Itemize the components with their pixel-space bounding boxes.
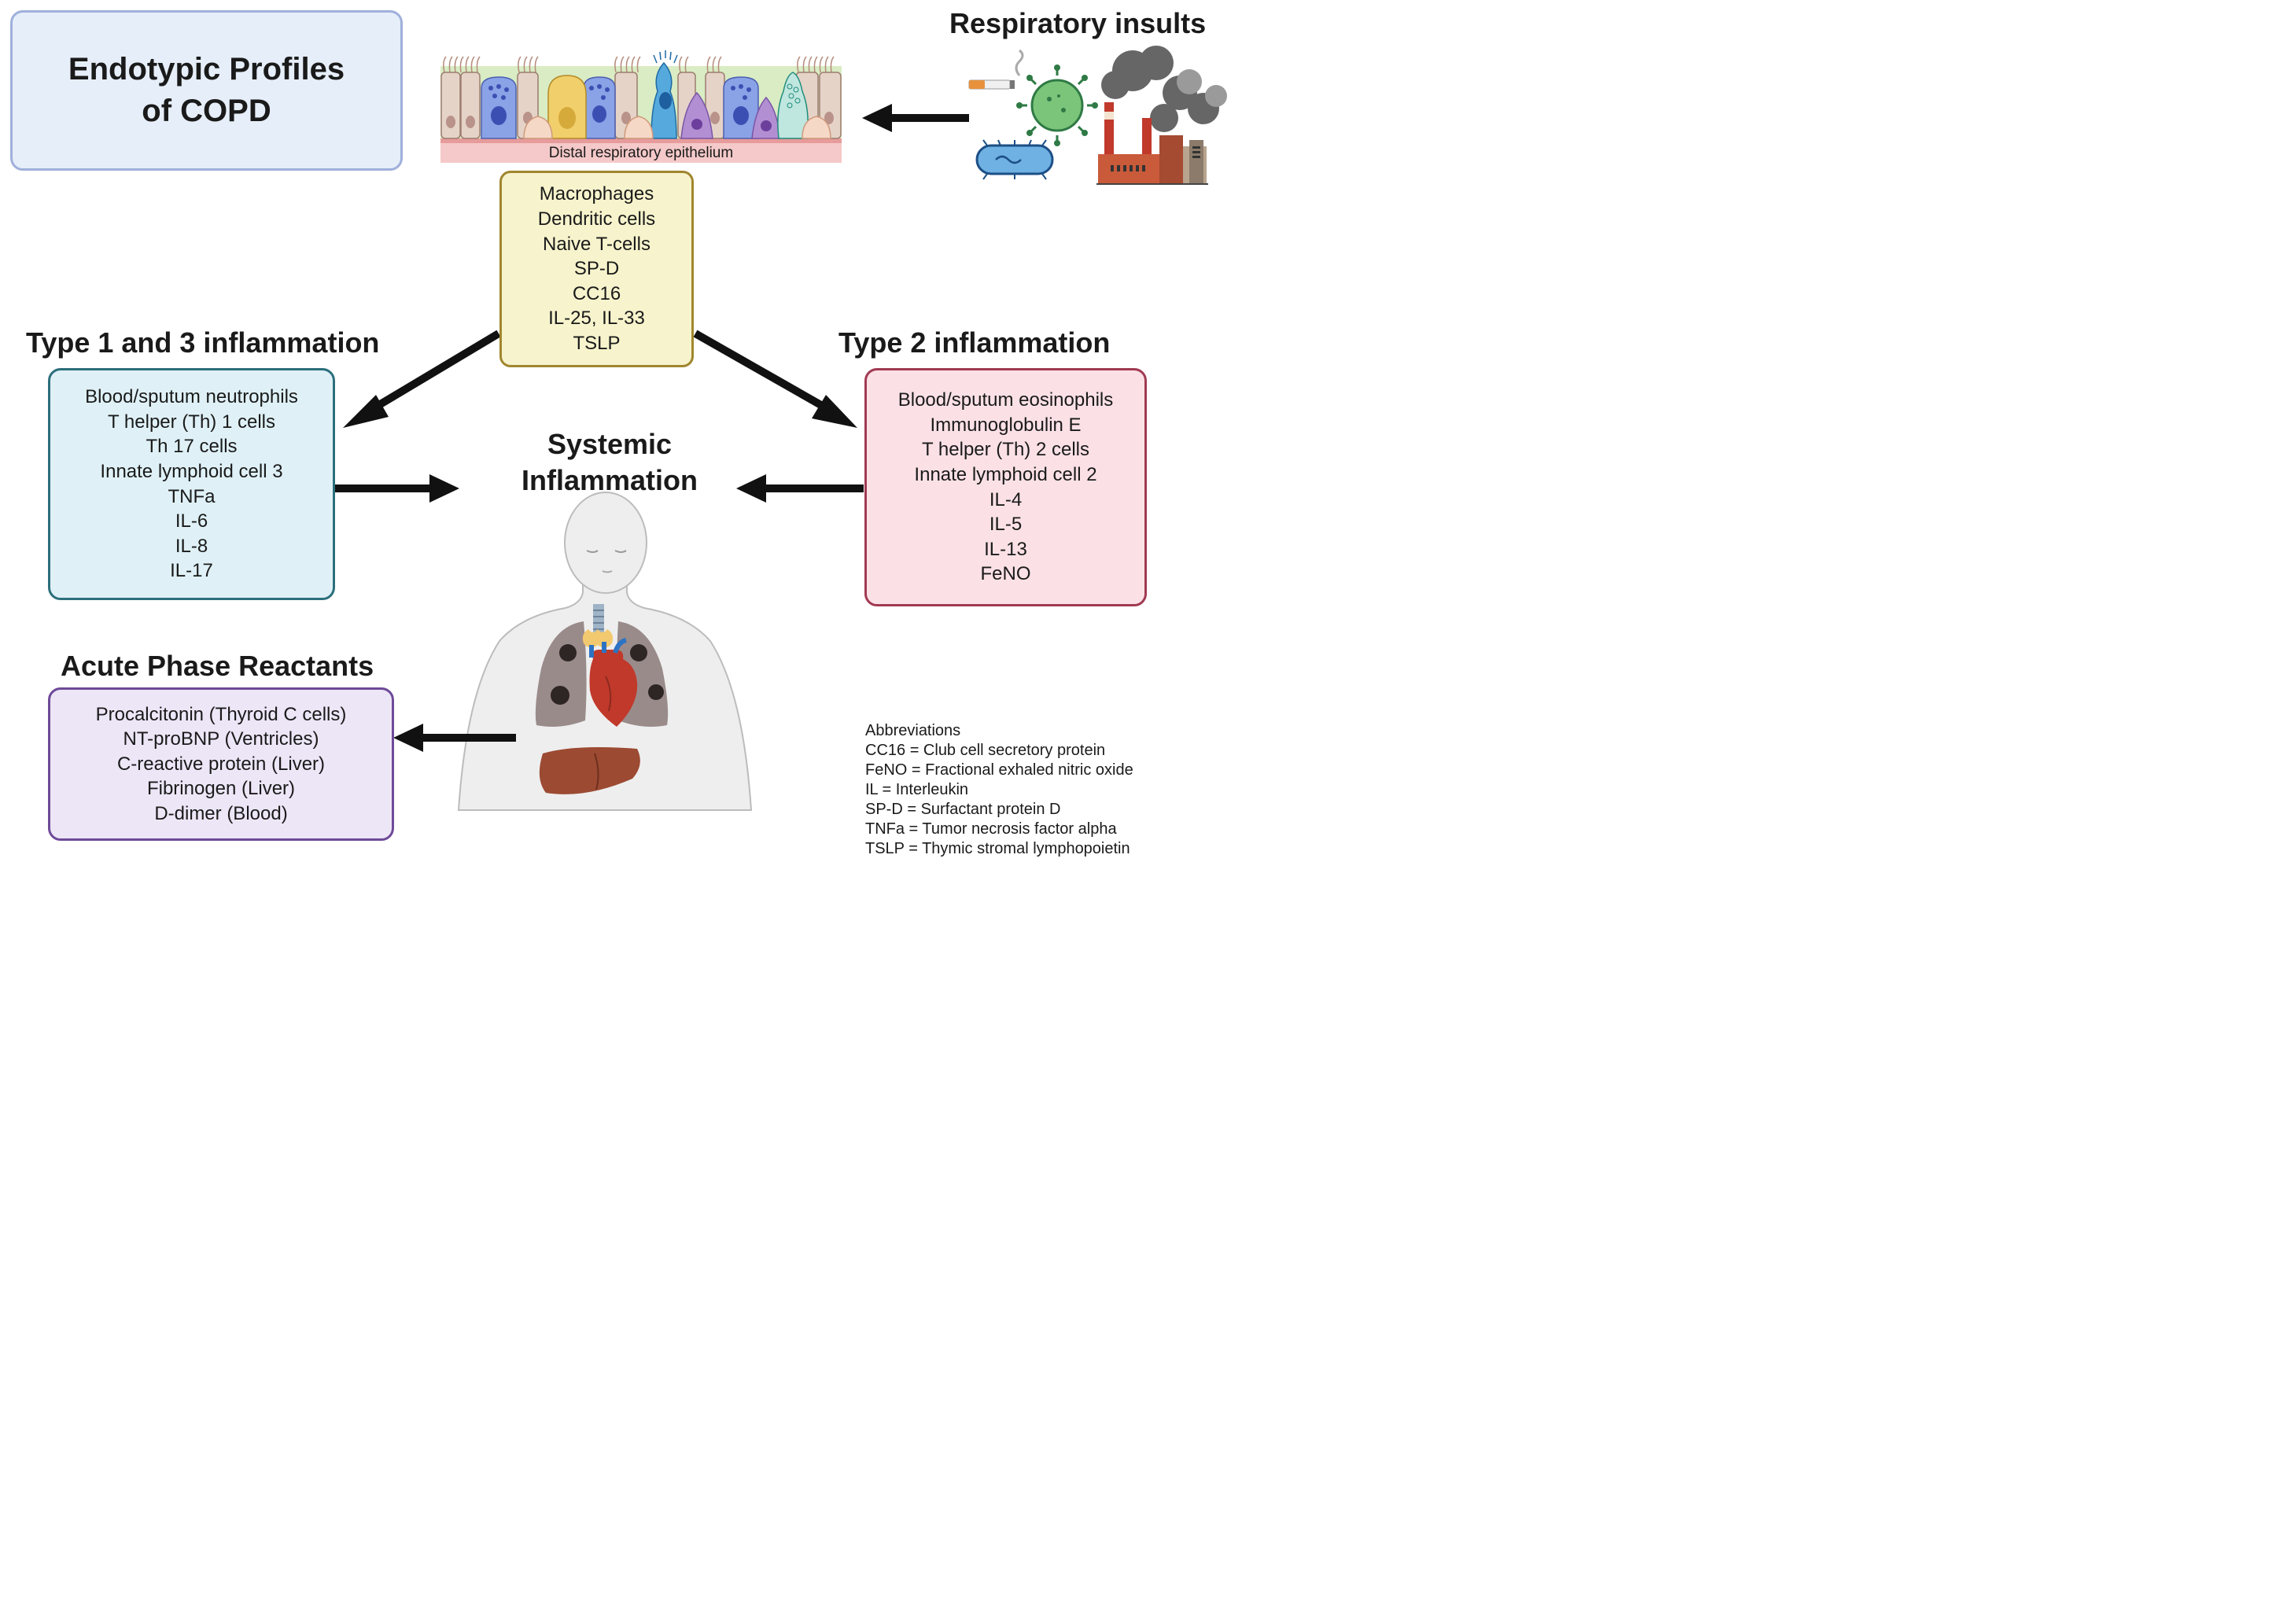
cigarette-icon [968, 49, 1024, 90]
systemic-inflammation-label: Systemic Inflammation [503, 426, 716, 499]
type2-heading: Type 2 inflammation [838, 326, 1111, 359]
abbreviation-line: TNFa = Tumor necrosis factor alpha [865, 820, 1117, 838]
virus-icon [1016, 64, 1098, 146]
type13-item: TNFa [168, 485, 216, 507]
type13-item: T helper (Th) 1 cells [108, 411, 275, 433]
systemic-line-1: Systemic [547, 428, 673, 460]
arrow-insults-to-epithelium [862, 104, 969, 132]
factory-icon [1096, 46, 1227, 185]
acute-item: C-reactive protein (Liver) [116, 753, 326, 775]
abbreviation-line: SP-D = Surfactant protein D [865, 801, 1061, 818]
type2-item: T helper (Th) 2 cells [922, 439, 1089, 461]
diagram-graphics [335, 46, 1227, 811]
abbreviation-line: CC16 = Club cell secretory protein [865, 742, 1106, 759]
acute-item: Procalcitonin (Thyroid C cells) [95, 703, 347, 725]
type13-item: IL-8 [175, 535, 208, 557]
type13-item: IL-17 [170, 560, 213, 582]
type2-item: IL-5 [989, 514, 1023, 536]
acute-heading: Acute Phase Reactants [61, 650, 374, 682]
type13-item: Th 17 cells [146, 436, 238, 458]
human-body-illustration [457, 492, 753, 811]
center-item: IL-25, IL-33 [548, 308, 645, 330]
arrow-center-to-type13 [343, 330, 501, 428]
type2-item: Blood/sputum eosinophils [897, 389, 1114, 411]
arrow-center-to-type2 [693, 330, 857, 428]
type2-item: IL-13 [984, 538, 1027, 560]
systemic-line-2: Inflammation [521, 464, 698, 496]
arrows [335, 104, 969, 752]
abbreviation-line: FeNO = Fractional exhaled nitric oxide [865, 761, 1133, 779]
type2-item: IL-4 [989, 488, 1023, 510]
title-box: Endotypic Profiles of COPD [10, 10, 403, 171]
type2-item: Immunoglobulin E [930, 414, 1082, 436]
epithelial-mediators-box: Macrophages Dendritic cells Naive T-cell… [499, 171, 694, 367]
title-line-2: of COPD [142, 94, 271, 128]
epithelium-label: Distal respiratory epithelium [548, 145, 734, 161]
respiratory-insults-heading: Respiratory insults [949, 7, 1207, 39]
type2-item: FeNO [980, 563, 1031, 585]
respiratory-insults-illustration [968, 46, 1227, 185]
type13-item: IL-6 [175, 510, 208, 532]
abbreviation-line: TSLP = Thymic stromal lymphopoietin [865, 840, 1130, 857]
acute-item: Fibrinogen (Liver) [146, 778, 296, 800]
arrow-body-to-acute [393, 724, 516, 752]
title-line-1: Endotypic Profiles [68, 52, 345, 87]
type13-heading: Type 1 and 3 inflammation [26, 326, 380, 359]
bacterium-icon [975, 139, 1054, 180]
type13-box: Blood/sputum neutrophils T helper (Th) 1… [48, 368, 335, 600]
type13-item: Innate lymphoid cell 3 [100, 460, 283, 482]
center-item: TSLP [573, 332, 621, 354]
center-item: Dendritic cells [537, 208, 656, 230]
acute-phase-box: Procalcitonin (Thyroid C cells) NT-proBN… [48, 687, 394, 841]
acute-item: D-dimer (Blood) [154, 802, 288, 824]
abbreviation-line: IL = Interleukin [865, 781, 969, 798]
center-item: Macrophages [539, 183, 654, 205]
arrow-type13-to-systemic [335, 474, 459, 503]
arrow-type2-to-systemic [736, 474, 864, 503]
center-item: Naive T-cells [543, 233, 650, 255]
center-item: SP-D [573, 258, 620, 280]
type13-item: Blood/sputum neutrophils [85, 386, 298, 408]
type2-item: Innate lymphoid cell 2 [914, 463, 1097, 485]
epithelium-illustration [440, 50, 842, 163]
abbreviations-legend: Abbreviations CC16 = Club cell secretory… [865, 721, 1133, 859]
abbreviation-line: Abbreviations [865, 722, 961, 739]
type2-box: Blood/sputum eosinophils Immunoglobulin … [864, 368, 1147, 606]
acute-item: NT-proBNP (Ventricles) [123, 728, 319, 750]
center-item: CC16 [572, 282, 621, 304]
